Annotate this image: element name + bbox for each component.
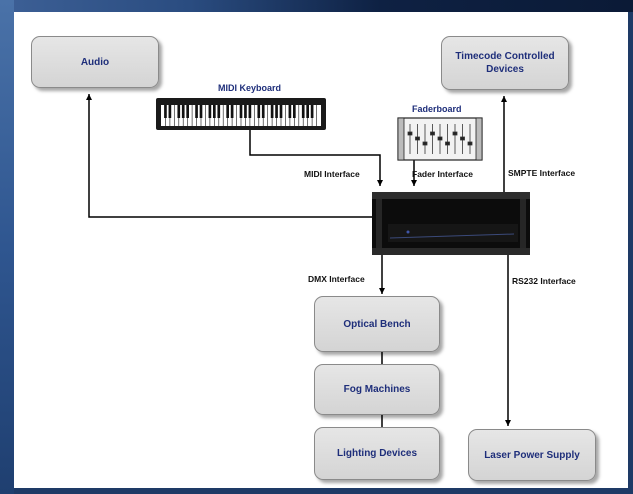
midi-keyboard-image (156, 98, 326, 130)
smpte-interface-label: SMPTE Interface (508, 168, 576, 178)
timecode-devices-box: Timecode Controlled Devices (441, 36, 569, 90)
lighting-devices-box: Lighting Devices (314, 427, 440, 480)
rs232-interface-label: RS232 Interface (512, 276, 576, 286)
midi-keyboard-label: MIDI Keyboard (218, 83, 282, 93)
midi-connection (249, 130, 383, 186)
faderboard-image (397, 117, 483, 161)
audio-connection (86, 94, 372, 218)
diagram-canvas: Audio Timecode Controlled Devices Optica… (14, 12, 628, 488)
midi-interface-label: MIDI Interface (304, 169, 360, 179)
faderboard-label: Faderboard (412, 104, 462, 114)
audio-box: Audio (31, 36, 159, 88)
optical-bench-box: Optical Bench (314, 296, 440, 352)
fog-machines-box: Fog Machines (314, 364, 440, 415)
window-top-border (0, 0, 633, 12)
laser-power-supply-box: Laser Power Supply (468, 429, 596, 481)
controller-unit-image (372, 192, 530, 255)
fader-interface-label: Fader Interface (412, 169, 473, 179)
connection-lines (86, 94, 530, 427)
window-left-border (0, 0, 14, 494)
dmx-interface-label: DMX Interface (308, 274, 365, 284)
